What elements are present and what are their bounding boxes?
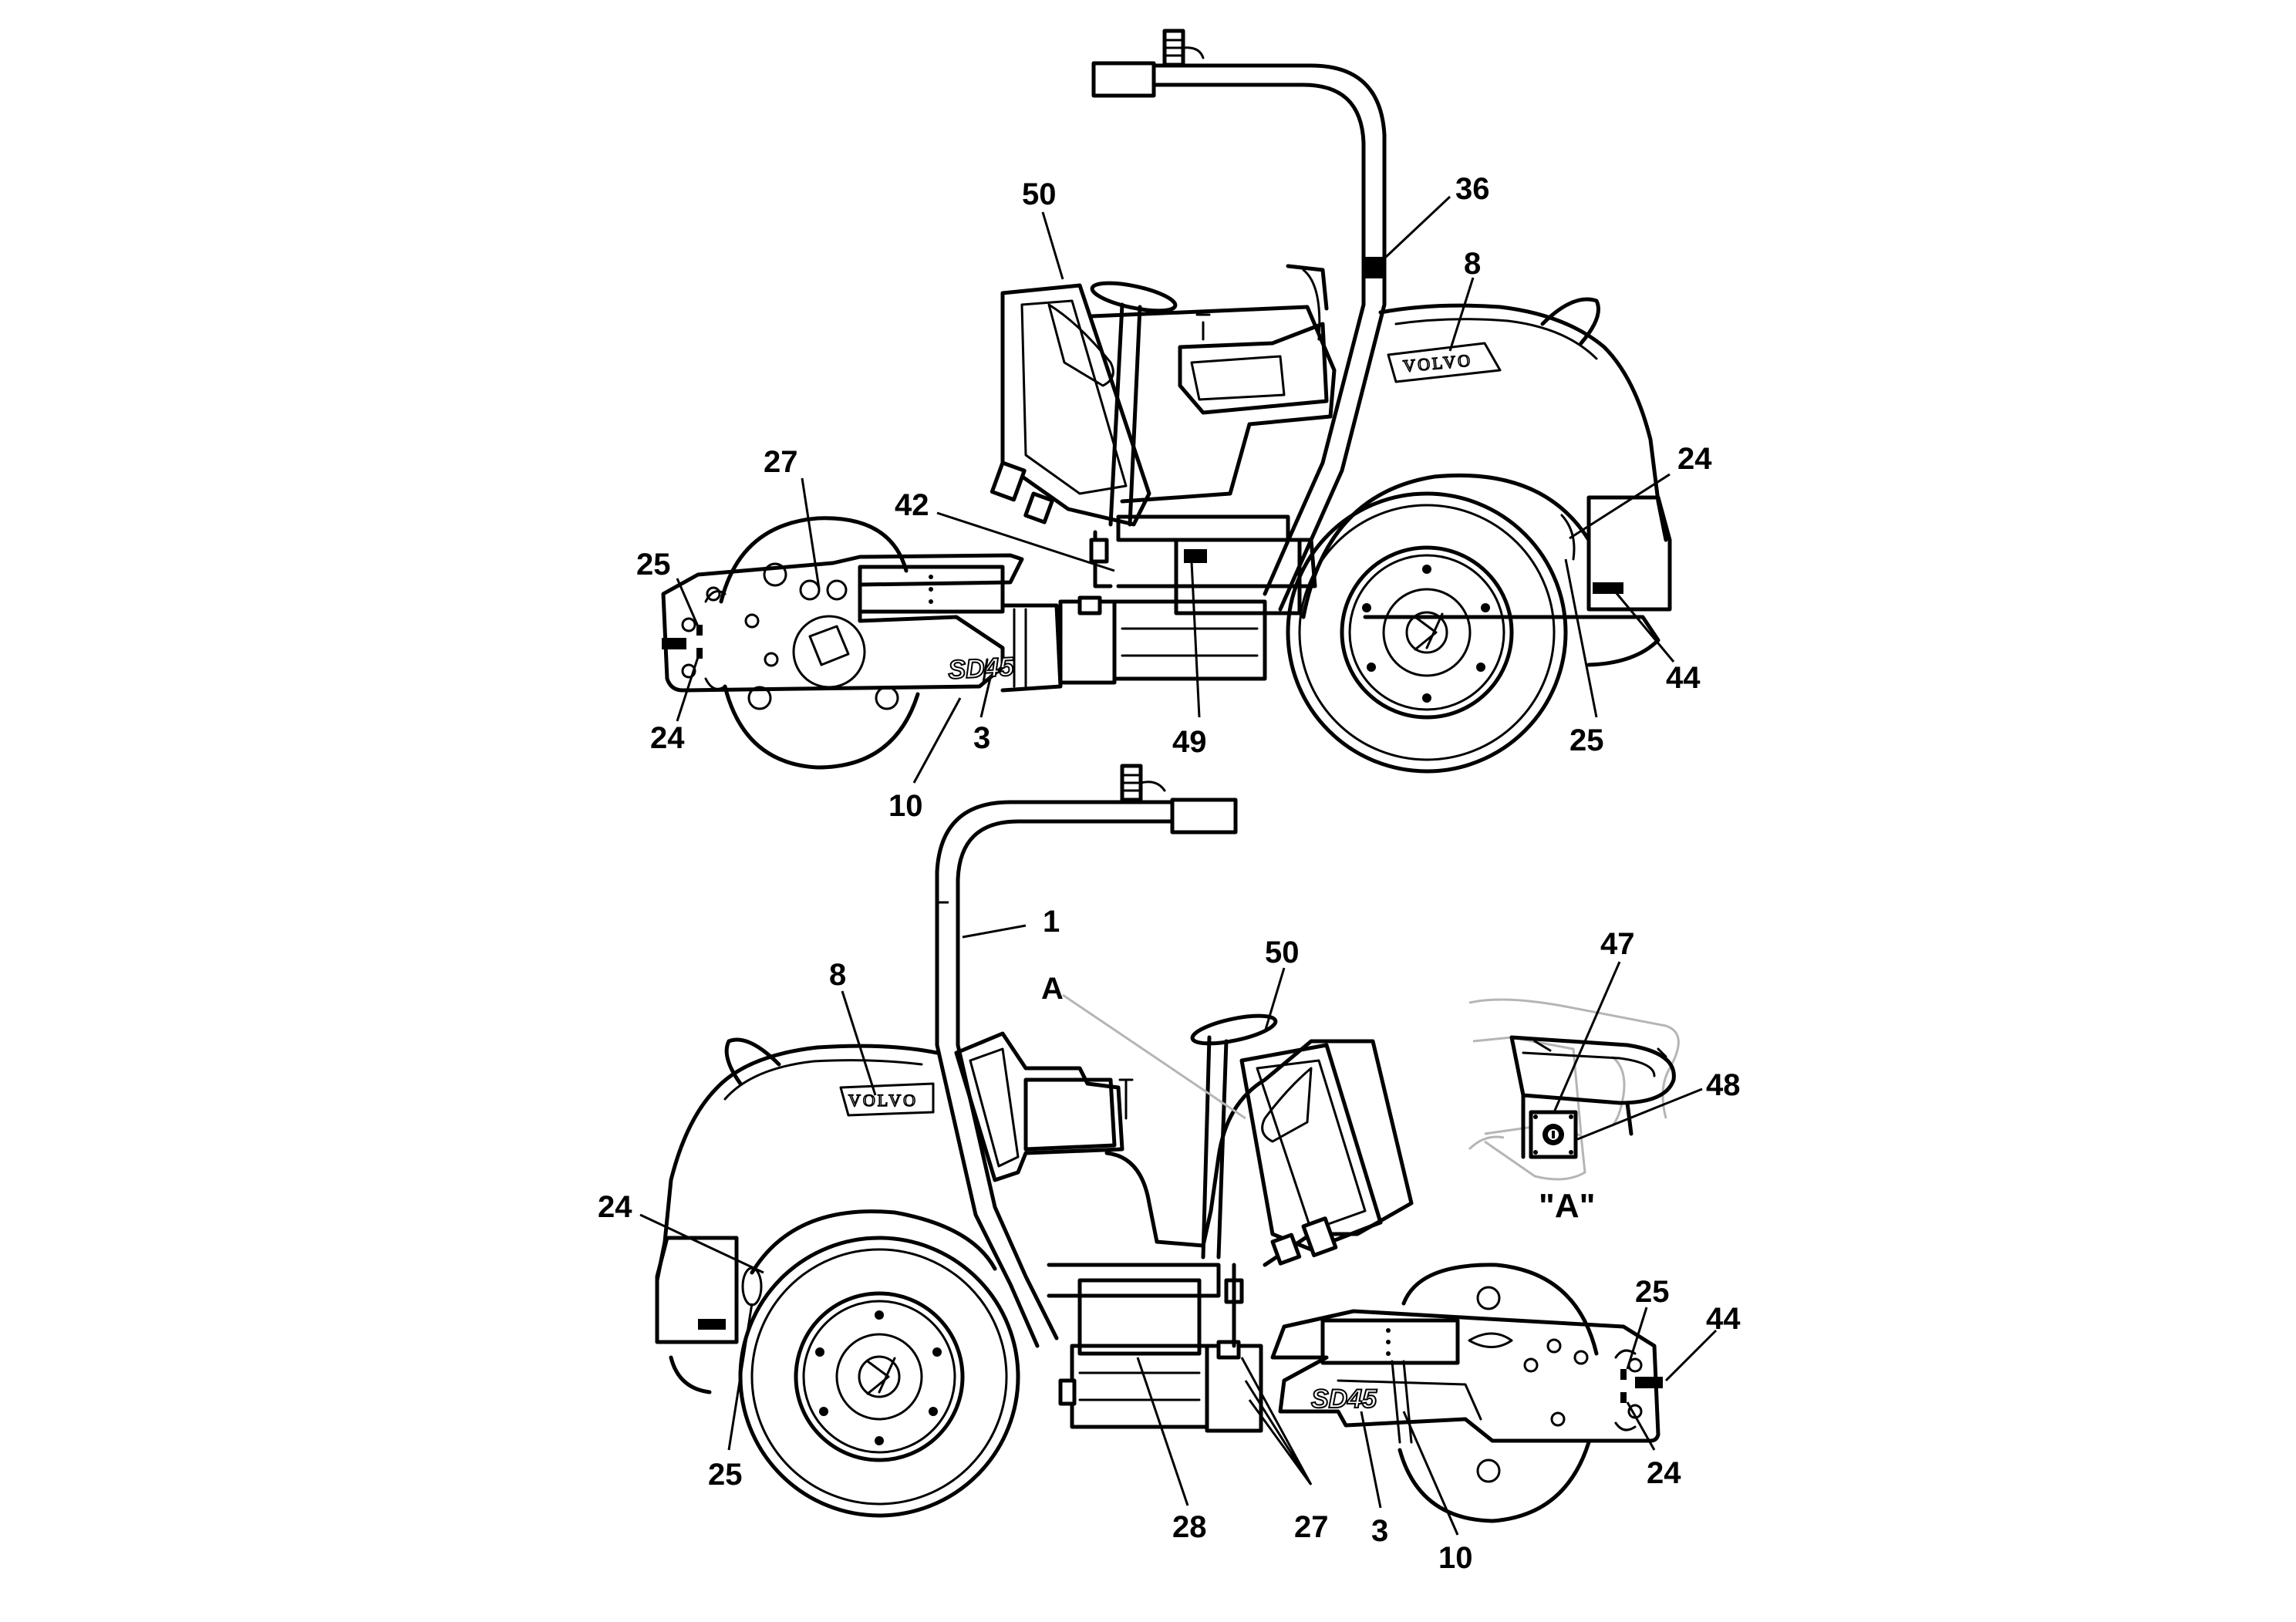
bottom-callout-8: 8	[829, 958, 846, 992]
bottom-callout-10: 10	[1438, 1541, 1473, 1575]
bottom-callout-a: A	[1041, 972, 1064, 1006]
bottom-callout-3: 3	[1371, 1514, 1388, 1548]
top-hood-brand: VOLVO	[1402, 350, 1473, 376]
top-callouts: 50 36 8 27 42 25 24 49 3 10 24 44 25	[636, 172, 1712, 823]
top-callout-25-right: 25	[1569, 723, 1604, 757]
detail-callout-48: 48	[1706, 1068, 1741, 1102]
bottom-callout-27: 27	[1294, 1510, 1329, 1544]
top-rear-wheel	[1286, 473, 1591, 774]
bottom-callout-44: 44	[1706, 1302, 1741, 1336]
top-callout-42: 42	[895, 488, 929, 522]
decal-front-left-mark	[662, 638, 686, 649]
decal-44-mark	[1593, 582, 1623, 594]
top-model-badge: SD45	[947, 653, 1015, 685]
top-front-drum: SD45	[661, 516, 1063, 770]
top-rops-frame	[1091, 29, 1387, 612]
top-callout-3: 3	[973, 721, 990, 755]
bottom-rops-frame	[935, 764, 1238, 1348]
bottom-callout-50: 50	[1265, 936, 1300, 969]
detail-47-plate	[1529, 1110, 1578, 1159]
detail-callout-47: 47	[1600, 927, 1635, 961]
bottom-decal-rear-mark	[698, 1319, 726, 1330]
top-callout-25-left: 25	[636, 548, 671, 582]
top-machine-view: VOLVO	[636, 29, 1712, 823]
decal-44-bottom-mark	[1635, 1377, 1663, 1388]
top-callout-50: 50	[1022, 177, 1057, 211]
decal-24-right-mark	[1620, 1392, 1627, 1403]
decal-49-mark	[1184, 549, 1207, 563]
top-operator-station	[990, 264, 1337, 685]
top-callout-36: 36	[1455, 172, 1490, 206]
bottom-hood-brand: VOLVO	[848, 1091, 918, 1110]
bottom-operator-station	[954, 1013, 1414, 1433]
bottom-callout-28: 28	[1172, 1510, 1207, 1544]
decal-25-right-mark	[1620, 1369, 1627, 1380]
bottom-callout-1: 1	[1043, 905, 1060, 939]
bottom-model-badge: SD45	[1311, 1384, 1377, 1414]
bottom-callout-25-right: 25	[1635, 1275, 1670, 1309]
bottom-callouts: 1 50 A 8 24 25 28 27 3 10 25 44 24	[598, 905, 1741, 1575]
detail-a-view: 47 48 "A"	[1468, 927, 1741, 1225]
detail-view-label: "A"	[1539, 1187, 1596, 1225]
top-callout-49: 49	[1172, 725, 1207, 759]
bottom-callout-24-left: 24	[598, 1190, 632, 1224]
bottom-rear-wheel	[738, 1209, 1020, 1518]
bottom-front-drum: SD45	[1270, 1263, 1663, 1523]
bottom-callout-24-right: 24	[1647, 1456, 1681, 1490]
bottom-machine-view: VOLVO	[598, 764, 1741, 1575]
decal-25-left-mark	[696, 625, 703, 636]
top-callout-27: 27	[764, 445, 798, 479]
top-callout-24-right: 24	[1677, 442, 1712, 476]
decal-36-mark	[1365, 257, 1385, 278]
top-callout-8: 8	[1464, 247, 1481, 281]
top-callout-10: 10	[888, 789, 923, 823]
top-callout-44: 44	[1666, 661, 1701, 695]
decal-24-left-mark	[696, 648, 703, 659]
bottom-engine-hood: VOLVO	[655, 1037, 939, 1394]
top-callout-24-left: 24	[650, 721, 685, 755]
bottom-callout-25-left: 25	[708, 1458, 743, 1492]
